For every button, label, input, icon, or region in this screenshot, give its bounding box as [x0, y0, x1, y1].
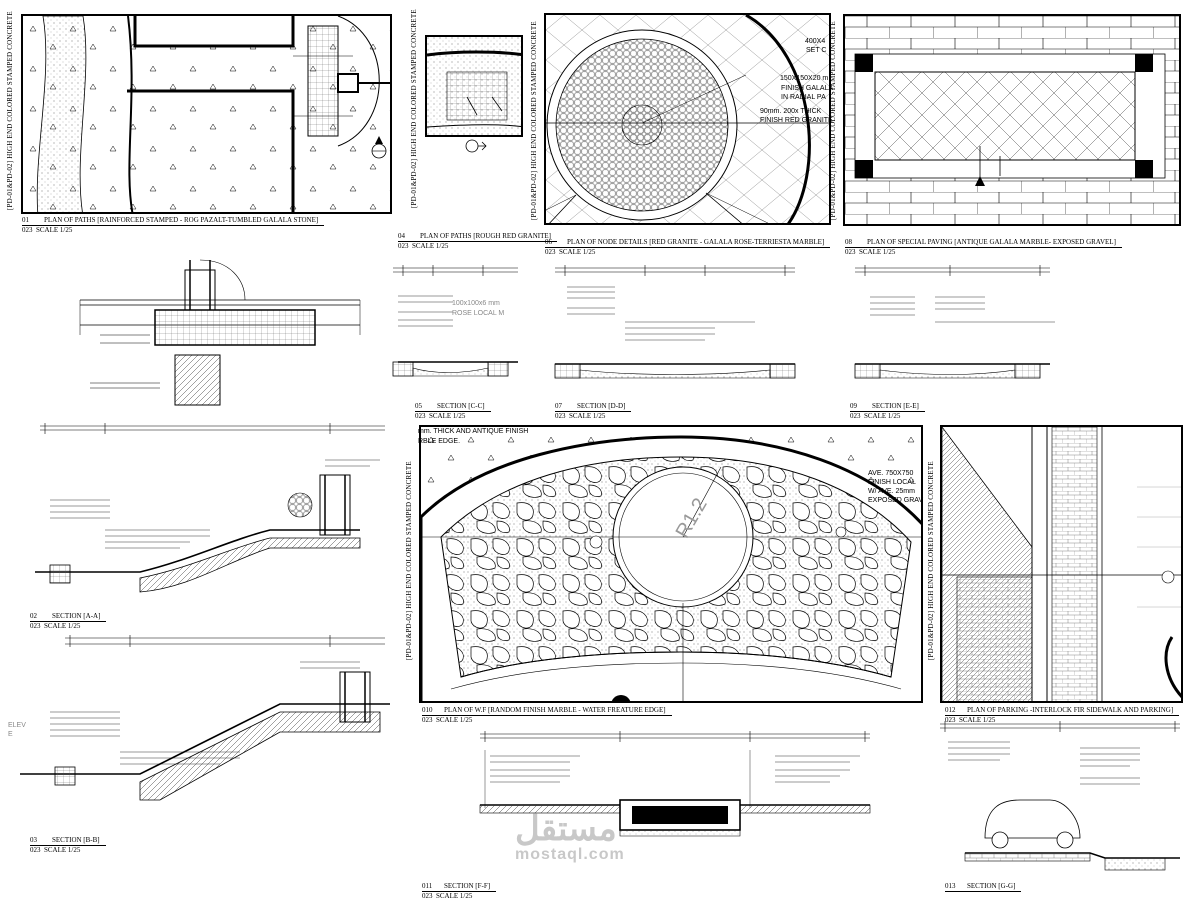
panel-plan-of-node-06 [544, 13, 831, 225]
section-013-drawing [940, 721, 1180, 871]
note-left-e: E [8, 731, 13, 738]
note-wf-d: FINISH LOCAL [868, 479, 916, 486]
detail-upper-left [79, 259, 361, 406]
vertical-label-08: [PD-01&PD-02] HIGH END COLORED STAMPED C… [829, 21, 837, 220]
section-09-drawing [854, 265, 1055, 379]
note-node-c: 150X150X20 m [780, 75, 829, 82]
note-node-e: IN RADIAL PA [781, 94, 826, 101]
vertical-label-06: [PD-01&PD-02] HIGH END COLORED STAMPED C… [530, 21, 538, 220]
note-wf-b: RBLE EDGE. [418, 438, 461, 445]
note-wf-c: AVE. 750X750 [868, 470, 914, 477]
section-011-drawing [479, 731, 871, 837]
plan-08-drawing [845, 16, 1179, 224]
section-05-drawing [392, 265, 518, 377]
section-03-drawing [20, 635, 390, 801]
note-left-elev: ELEV [8, 722, 26, 729]
panel-parking-012 [940, 425, 1183, 703]
note-wf-f: EXPOSED GRAV [868, 497, 924, 504]
note-node-f: 90mm. 200x THICK [760, 108, 822, 115]
plan-01-drawing [23, 16, 390, 212]
plan-012-drawing [942, 427, 1181, 701]
note-node-g: FINISH RED GRANITE [760, 117, 833, 124]
vertical-label-010: [PD-01&PD-02] HIGH END COLORED STAMPED C… [405, 461, 413, 660]
note-section-cc-a: 100x100x6 mm [452, 300, 500, 307]
section-02-drawing [35, 423, 385, 593]
section-07-drawing [554, 265, 796, 379]
note-node-a: 400X4 [805, 38, 826, 45]
note-wf-a: mm. THICK AND ANTIQUE FINISH [418, 428, 529, 435]
note-wf-e: W/ AVE. 25mm [868, 488, 915, 495]
vertical-label-04: [PD-01&PD-02] HIGH END COLORED STAMPED C… [410, 9, 418, 208]
panel-special-paving-08 [843, 14, 1181, 226]
plan-06-drawing [546, 15, 829, 223]
panel-plan-of-paths-01 [21, 14, 392, 214]
note-node-d: FINISH GALALA [781, 85, 834, 92]
note-node-b: SET C [806, 47, 827, 54]
plan-04-drawing [427, 37, 521, 135]
plan-010-drawing [421, 427, 921, 701]
vertical-label-012: [PD-01&PD-02] HIGH END COLORED STAMPED C… [927, 461, 935, 660]
section-marker-b [465, 139, 487, 153]
note-section-cc-b: ROSE LOCAL M [452, 310, 505, 317]
watermark-logo: مستقل mostaql.com [515, 810, 625, 863]
panel-plan-of-paths-04 [425, 35, 523, 137]
panel-water-feature-010: R1.2 [419, 425, 923, 703]
vertical-label-01: [PD-01&PD-02] HIGH END COLORED STAMPED C… [6, 11, 14, 210]
